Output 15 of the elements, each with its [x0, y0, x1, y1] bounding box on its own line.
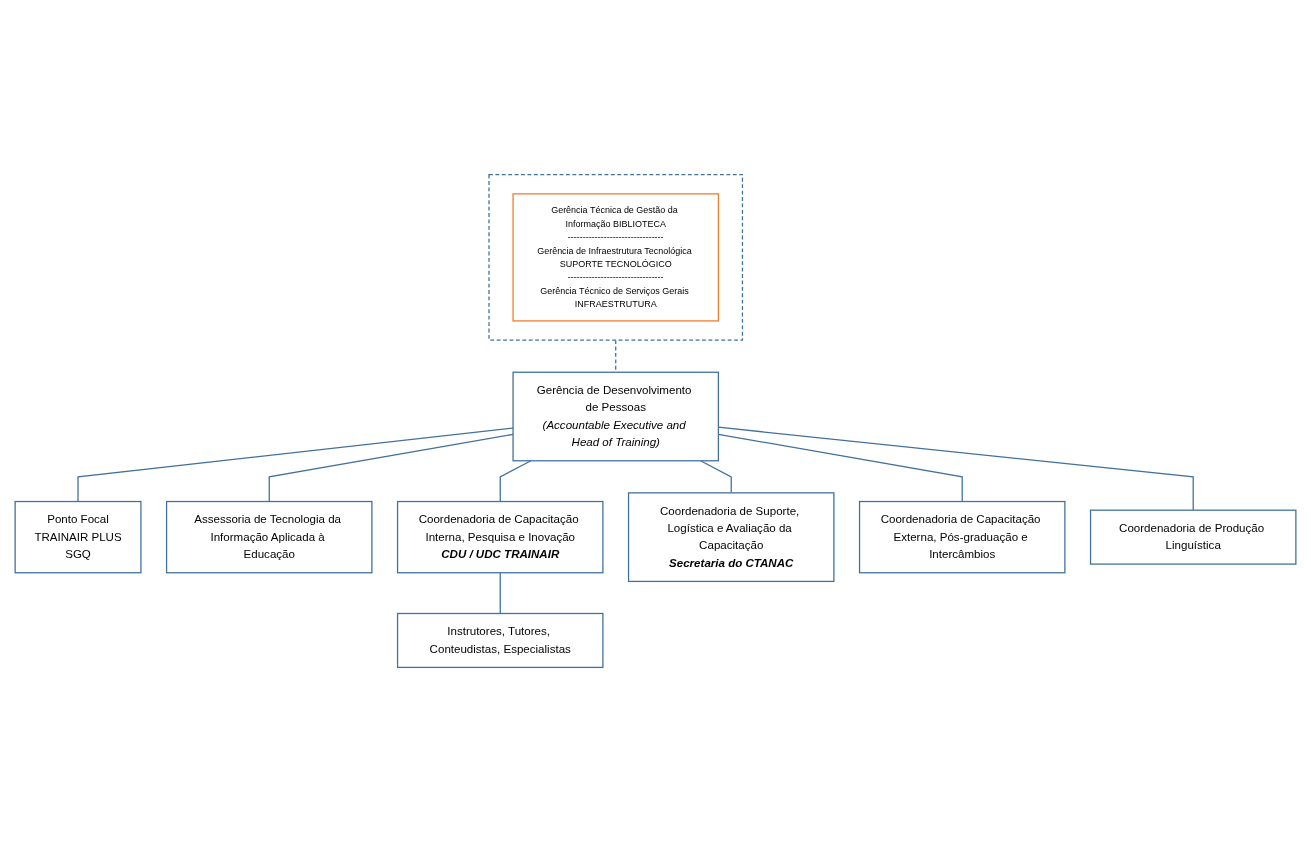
connector [615, 339, 617, 373]
connector [499, 572, 501, 615]
node-box: Assessoria de Tecnologia da Informação Aplicada à Educação [165, 500, 373, 574]
node-box: Coordenadoria de Capacitação Interna, Pesquisa e Inovação CDU / UDC TRAINAIR [396, 500, 604, 574]
node-box: Instrutores, Tutores, Conteudistas, Especialistas [396, 612, 604, 669]
node-box: Gerência de Desenvolvimento de Pessoas (Accountable Executive and Head of Training) [512, 371, 720, 462]
node-box: Gerência Técnica de Gestão da Informação BIBLIOTECA -------------------------------- Gerência de Infraestrutura Tecnológica SUPORTE TECNOLÓGICO -------------------------------- Gerência Técnico de Serviços Gerais INFRAESTRUTURA [512, 193, 720, 322]
node-box: Coordenadoria de Suporte, Logística e Avaliação da Capacitação Secretaria do CTANAC [627, 492, 835, 583]
node-box: Coordenadoria de Capacitação Externa, Pós-graduação e Intercâmbios [858, 500, 1066, 574]
connector [699, 460, 732, 494]
connector [268, 433, 514, 503]
connector [77, 427, 514, 503]
node-box: Coordenadoria de Produção Linguística [1089, 509, 1297, 565]
node-box: Ponto Focal TRAINAIR PLUS SGQ [14, 500, 142, 574]
cluster [488, 173, 744, 341]
